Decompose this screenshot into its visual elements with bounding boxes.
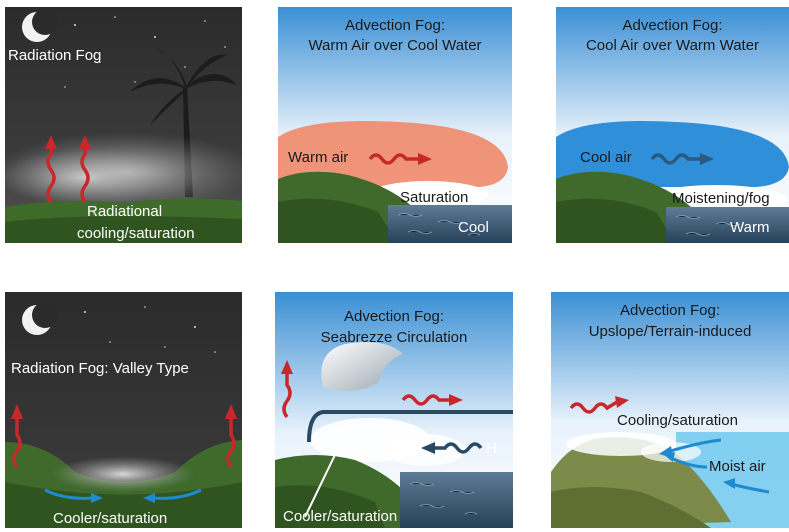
upslope-illustration (551, 292, 789, 528)
panel-title: Radiation Fog (8, 47, 102, 64)
panel-title-line2: Warm Air over Cool Water (308, 37, 482, 54)
pointer-line (304, 429, 348, 518)
rising-heat-arrows (46, 147, 90, 204)
moon-icon (22, 9, 58, 42)
panel-radiation-fog: Radiation Fog Radiational cooling/satura… (5, 7, 242, 243)
label-cooler-saturation: Cooler/saturation (283, 508, 398, 525)
panel-title-line1: Advection Fog: (343, 308, 445, 325)
stars (64, 16, 226, 88)
panel-advection-warm-over-cool: Advection Fog: Warm Air over Cool Water … (278, 7, 512, 243)
cool-air-mass (556, 121, 789, 187)
label-cooler-saturation: Cooler/saturation (53, 510, 168, 527)
valley-fog-illustration (5, 292, 242, 528)
warm-air-arrow (368, 153, 420, 165)
label-warm-air: Warm air (288, 149, 349, 166)
moon-icon (22, 302, 58, 335)
panel-title-line1: Advection Fog: (344, 17, 446, 34)
rising-air-arrow (569, 400, 618, 414)
onshore-flow-arrow (433, 442, 483, 454)
cumulus-cloud (321, 341, 403, 391)
label-radiational: Radiational (87, 203, 163, 220)
valley-fog (51, 456, 195, 492)
panel-title-line2: Cool Air over Warm Water (585, 37, 760, 54)
panel-title-line1: Advection Fog: (619, 302, 721, 319)
label-moist-air: Moist air (709, 458, 766, 475)
label-moistening-fog: Moistening/fog (672, 190, 770, 207)
label-high-pressure: H (486, 440, 497, 457)
label-warm: Warm (730, 219, 770, 236)
drainage-arrows (44, 488, 202, 500)
panel-title: Radiation Fog: Valley Type (11, 360, 189, 377)
warm-air-illustration (278, 7, 512, 243)
label-cooling-saturation: cooling/saturation (77, 225, 195, 242)
panel-advection-upslope: Advection Fog: Upslope/Terrain-induced C… (551, 292, 789, 528)
cool-air-illustration (556, 7, 789, 243)
label-cool: Cool (458, 219, 489, 236)
cool-air-arrow (650, 153, 702, 165)
cool-water (388, 205, 512, 243)
marine-layer-boundary (307, 410, 513, 443)
panel-advection-seabreeze: Advection Fog: Seabrezze Circulation H C… (275, 292, 513, 528)
warm-water (666, 207, 789, 243)
rising-air-arrow (282, 372, 451, 419)
panel-title-line2: Seabrezze Circulation (320, 329, 468, 346)
sea-water (400, 472, 513, 528)
label-cooling-saturation: Cooling/saturation (617, 412, 738, 429)
seabreeze-illustration (275, 292, 513, 528)
panel-title-line2: Upslope/Terrain-induced (588, 323, 752, 340)
panel-title-line1: Advection Fog: (622, 17, 723, 34)
panel-advection-cool-over-warm: Advection Fog: Cool Air over Warm Water … (556, 7, 789, 243)
warm-air-mass (278, 121, 508, 187)
label-saturation: Saturation (400, 189, 469, 206)
label-cool-air: Cool air (580, 149, 632, 166)
panel-radiation-fog-valley: Radiation Fog: Valley Type Cooler/satura… (5, 292, 242, 528)
rising-heat-arrows (12, 417, 236, 469)
radiation-fog-illustration (5, 7, 242, 243)
